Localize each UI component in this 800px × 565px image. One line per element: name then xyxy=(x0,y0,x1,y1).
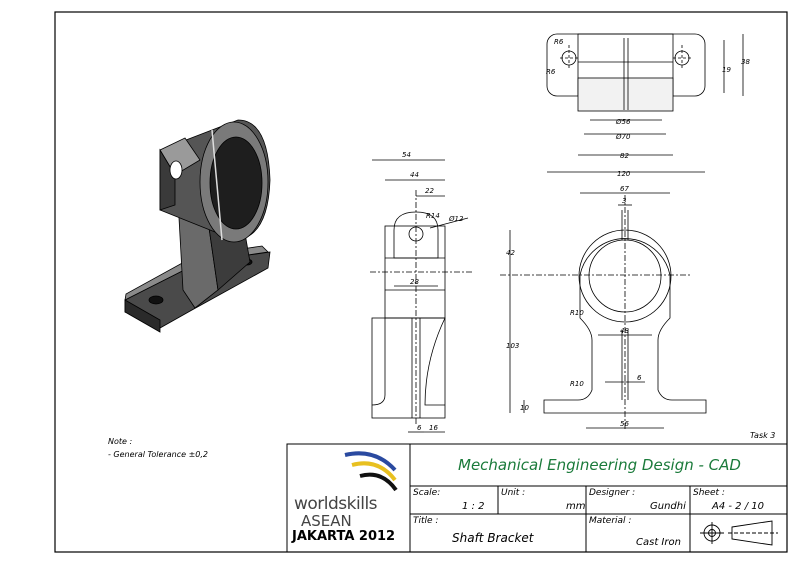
dim-54: 54 xyxy=(402,151,411,159)
dim-10: 10 xyxy=(520,404,529,412)
worldskills-logo xyxy=(344,451,398,492)
dim-48: 48 xyxy=(620,327,629,335)
designer-value: Gundhi xyxy=(650,501,686,512)
dim-44: 44 xyxy=(410,171,419,179)
scale-value: 1 : 2 xyxy=(462,501,485,512)
note-item: - General Tolerance ±0,2 xyxy=(108,450,208,459)
dim-22: 22 xyxy=(425,187,434,195)
dim-82: 82 xyxy=(620,152,629,160)
top-view xyxy=(546,33,744,173)
dim-3: 3 xyxy=(622,197,626,205)
task-label: Task 3 xyxy=(750,431,775,440)
front-view-dims: 67 3 42 R10 48 103 R10 6 10 56 xyxy=(506,185,642,428)
side-view xyxy=(370,159,472,433)
logo-jakarta: JAKARTA 2012 xyxy=(292,529,396,544)
dim-d70: Ø70 xyxy=(615,133,631,141)
dim-42: 42 xyxy=(506,249,515,257)
unit-label: Unit : xyxy=(501,488,526,498)
dim-16: 16 xyxy=(429,424,438,432)
dim-r6-a: R6 xyxy=(554,38,564,46)
dim-103: 103 xyxy=(506,342,519,350)
dim-6-front: 6 xyxy=(637,374,642,382)
dim-r10-bottom: R10 xyxy=(570,380,584,388)
top-view-dims: R6 R6 Ø56 Ø70 82 120 19 38 xyxy=(546,38,750,178)
dim-r14: R14 xyxy=(426,212,440,220)
material-label: Material : xyxy=(589,516,632,526)
project-title: Mechanical Engineering Design - CAD xyxy=(458,456,741,474)
logo-asean: ASEAN xyxy=(301,512,352,530)
title-value: Shaft Bracket xyxy=(452,531,534,545)
note-heading: Note : xyxy=(108,437,132,446)
designer-label: Designer : xyxy=(589,488,636,498)
title-block-frame xyxy=(286,443,788,553)
dim-r6-b: R6 xyxy=(546,68,556,76)
dim-6: 6 xyxy=(417,424,422,432)
dim-r10-top: R10 xyxy=(570,309,584,317)
side-view-dims: 54 44 22 R14 Ø12 28 6 16 xyxy=(402,151,464,432)
isometric-view xyxy=(124,119,271,333)
dim-67: 67 xyxy=(620,185,629,193)
dim-28: 28 xyxy=(410,278,419,286)
material-value: Cast Iron xyxy=(636,537,681,548)
sheet-value: A4 - 2 / 10 xyxy=(712,501,764,512)
logo-world: worldskills xyxy=(294,494,378,514)
dim-120: 120 xyxy=(617,170,631,178)
projection-symbol-icon xyxy=(700,520,778,546)
dim-d56: Ø56 xyxy=(615,118,631,126)
scale-label: Scale: xyxy=(413,488,441,498)
front-view xyxy=(500,192,707,430)
dim-d12: Ø12 xyxy=(448,215,464,223)
dim-19: 19 xyxy=(722,66,731,74)
sheet-label: Sheet : xyxy=(693,488,725,498)
unit-value: mm xyxy=(566,501,586,512)
title-label: Title : xyxy=(413,516,439,526)
dim-38: 38 xyxy=(741,58,750,66)
dim-56: 56 xyxy=(620,420,629,428)
